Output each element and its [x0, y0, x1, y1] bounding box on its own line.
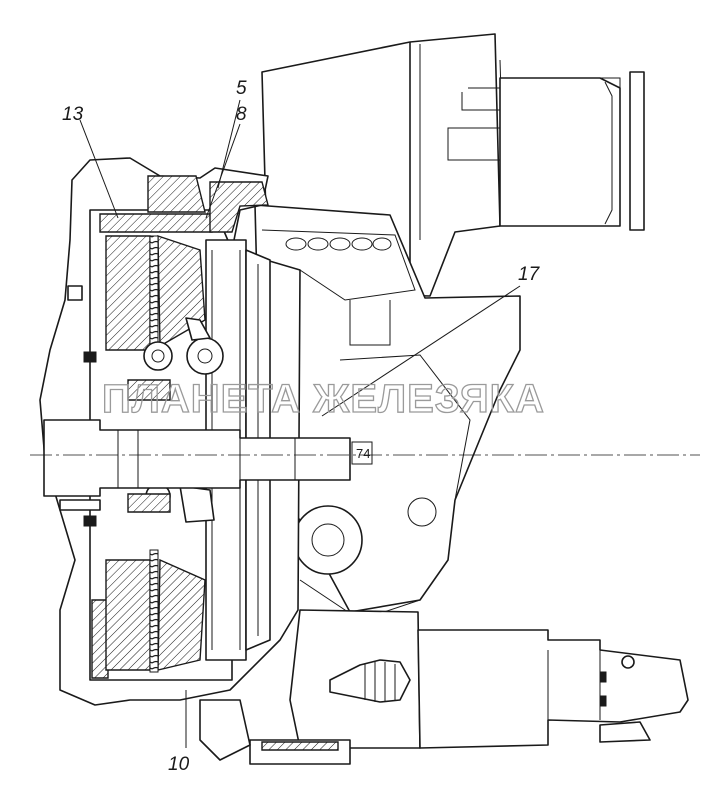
callout-5: 5: [236, 78, 247, 99]
callout-10: 10: [168, 754, 190, 775]
callout-13: 13: [62, 104, 84, 125]
callout-leaders: [79, 99, 521, 748]
part-marking-74: 74: [356, 446, 370, 461]
oval-slots: [285, 237, 392, 251]
clutch-actuator: [199, 609, 689, 765]
input-shaft: [30, 285, 700, 511]
callout-17: 17: [518, 264, 541, 285]
watermark-text: ПЛАНЕТА ЖЕЛЕЗЯКА: [102, 377, 545, 421]
callout-8: 8: [236, 104, 247, 125]
release-bearing: [83, 317, 224, 527]
